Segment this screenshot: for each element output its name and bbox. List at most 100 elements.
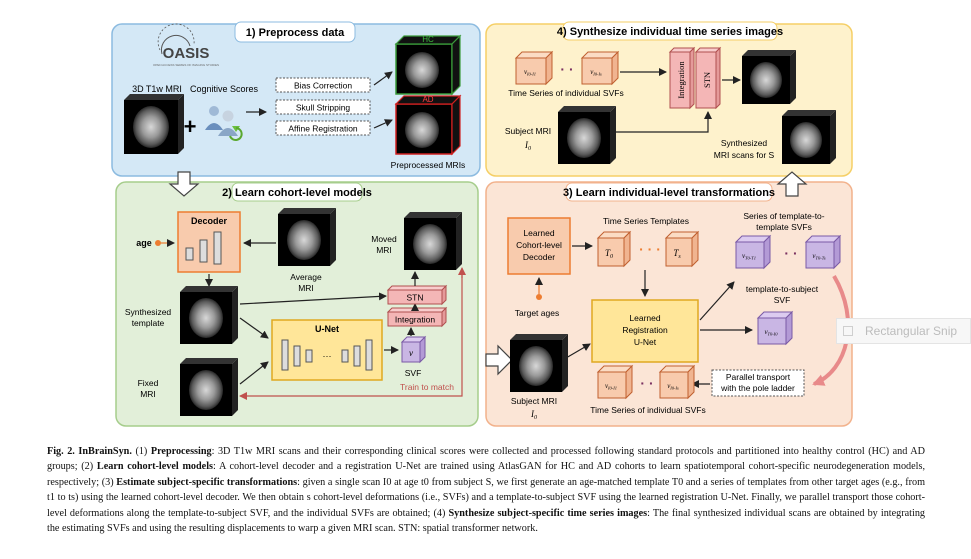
svg-text:vI0-I1: vI0-I1	[524, 68, 536, 77]
age-label: age	[136, 238, 152, 248]
panel4-title: 4) Synthesize individual time series ima…	[557, 26, 783, 38]
caption-name: InBrainSyn.	[78, 446, 132, 457]
users-icon	[205, 106, 243, 141]
svg-text:· · ·: · · ·	[639, 241, 661, 257]
svf-i0-i1-cube-p3: vI0-I1	[596, 364, 634, 400]
learned-registration-block: Learned Registration U-Net	[591, 299, 699, 363]
svg-text:MRI scans for S: MRI scans for S	[714, 150, 775, 160]
integration-block-p4: Integration	[668, 46, 696, 110]
svf-label: SVF	[405, 368, 422, 378]
fixed-mri-label: Fixed	[138, 378, 159, 388]
train-to-match-label: Train to match	[400, 382, 454, 392]
svg-text:template: template	[132, 318, 165, 328]
svg-text:· ·: · ·	[560, 61, 573, 77]
svg-text:Integration: Integration	[676, 61, 686, 99]
unet-block: U-Net ···	[271, 319, 383, 381]
svg-text:STN: STN	[702, 72, 712, 88]
mri-label: 3D T1w MRI	[132, 84, 182, 94]
svf-t0-ts-cube: vT0-Ts	[804, 234, 842, 270]
svg-text:OPEN ACCESS SERIES OF IMAGING: OPEN ACCESS SERIES OF IMAGING STUDIES	[153, 63, 219, 67]
flow-arrow-1-to-2	[168, 171, 200, 197]
svg-text:vT0-I0: vT0-I0	[764, 328, 778, 337]
moved-mri-image	[404, 212, 462, 270]
svg-text:Learned: Learned	[629, 313, 660, 323]
svf-cube: v	[400, 335, 427, 364]
svg-text:v: v	[409, 348, 413, 358]
svg-text:MRI: MRI	[298, 283, 314, 293]
ad-mri-image: AD	[394, 94, 462, 156]
preprocessed-label: Preprocessed MRIs	[391, 160, 466, 170]
subject-mri-image-p3	[510, 334, 568, 392]
stn-block-p4: STN	[694, 46, 722, 110]
synthesized-label: Synthesized	[721, 138, 768, 148]
svg-text:I0: I0	[530, 409, 537, 421]
svf-t0-i0-cube: vT0-I0	[756, 310, 794, 346]
decoder-block: Decoder	[177, 211, 241, 273]
flow-arrow-3-to-4	[776, 171, 808, 197]
svg-text:vI0-Is: vI0-Is	[590, 68, 602, 77]
subject-mri-image-p4	[558, 106, 616, 164]
template-t0-cube: T0	[596, 230, 632, 268]
snip-icon	[843, 326, 853, 336]
svg-text:vI0-Is: vI0-Is	[667, 382, 679, 391]
svf-i0-is-cube-p3: vI0-Is	[658, 364, 696, 400]
figure-caption: Fig. 2. InBrainSyn. (1) Preprocessing: 3…	[47, 446, 926, 535]
svg-text:SVF: SVF	[774, 295, 791, 305]
svg-text:Decoder: Decoder	[523, 252, 555, 262]
step-affine-registration	[275, 120, 371, 136]
svg-text:T0: T0	[605, 248, 613, 260]
svg-text:Bias Correction: Bias Correction	[294, 81, 352, 91]
svg-text:Parallel transport: Parallel transport	[726, 372, 791, 382]
series-svfs-label: Series of template-to-	[743, 211, 824, 221]
step-skull-stripping	[275, 99, 371, 115]
svg-text:···: ···	[323, 351, 332, 361]
svg-text:Registration: Registration	[622, 325, 668, 335]
synth-template-label: Synthesized	[125, 307, 172, 317]
average-mri-label: Average	[290, 272, 322, 282]
svg-text:MRI: MRI	[140, 389, 156, 399]
fixed-mri-image	[180, 358, 238, 416]
svg-text:Affine Registration: Affine Registration	[288, 124, 358, 134]
individual-svfs-label-p3: Time Series of individual SVFs	[590, 405, 705, 415]
caption-fig-number: Fig. 2.	[47, 446, 75, 457]
svg-text:vI0-I1: vI0-I1	[605, 382, 617, 391]
subject-mri-label-p3: Subject MRI	[511, 396, 557, 406]
svf-i0-i1-cube-p4: vI0-I1	[514, 50, 554, 86]
svg-text:I0: I0	[524, 140, 531, 152]
stn-block: STN	[386, 284, 448, 306]
rectangular-snip-tooltip[interactable]: Rectangular Snip	[836, 318, 971, 344]
svg-text:MRI: MRI	[376, 245, 392, 255]
svg-text:Cohort-level: Cohort-level	[516, 240, 562, 250]
oasis-logo: OASIS OPEN ACCESS SERIES OF IMAGING STUD…	[153, 23, 219, 67]
hc-mri-image: HC	[394, 34, 462, 96]
svg-text:Learned: Learned	[523, 228, 554, 238]
subject-mri-label-p4: Subject MRI	[505, 126, 551, 136]
svg-text:STN: STN	[407, 293, 424, 303]
moved-mri-label: Moved	[371, 234, 397, 244]
flow-arrow-2-to-3	[485, 344, 513, 376]
average-mri-image	[278, 208, 336, 266]
step-bias-correction	[275, 77, 371, 93]
svg-text:U-Net: U-Net	[315, 324, 339, 334]
svg-text:vT0-T1: vT0-T1	[742, 252, 756, 261]
snip-label: Rectangular Snip	[865, 324, 958, 338]
svf-t0-t1-cube: vT0-T1	[734, 234, 772, 270]
svg-text:Skull Stripping: Skull Stripping	[296, 103, 351, 113]
template-ts-cube: Ts	[664, 230, 700, 268]
mri-input-image	[124, 94, 184, 154]
svg-text:Ts: Ts	[673, 248, 681, 260]
svg-text:HC: HC	[422, 35, 434, 44]
parallel-transport-box	[711, 369, 805, 397]
svg-text:vT0-Ts: vT0-Ts	[812, 252, 825, 261]
svg-text:template SVFs: template SVFs	[756, 222, 812, 232]
template-to-subject-label: template-to-subject	[746, 284, 819, 294]
train-to-match-line	[239, 272, 463, 400]
svg-text:AD: AD	[422, 95, 433, 104]
svg-text:OASIS: OASIS	[163, 45, 210, 62]
synthesized-mri-image-1	[742, 50, 796, 104]
figure-diagram: 1) Preprocess data 2) Learn cohort-level…	[111, 21, 853, 427]
svg-text:with the pole ladder: with the pole ladder	[720, 383, 795, 393]
synthesized-template-image	[180, 286, 238, 344]
synthesized-mri-image-2	[782, 110, 836, 164]
svf-i0-is-cube-p4: vI0-Is	[580, 50, 620, 86]
